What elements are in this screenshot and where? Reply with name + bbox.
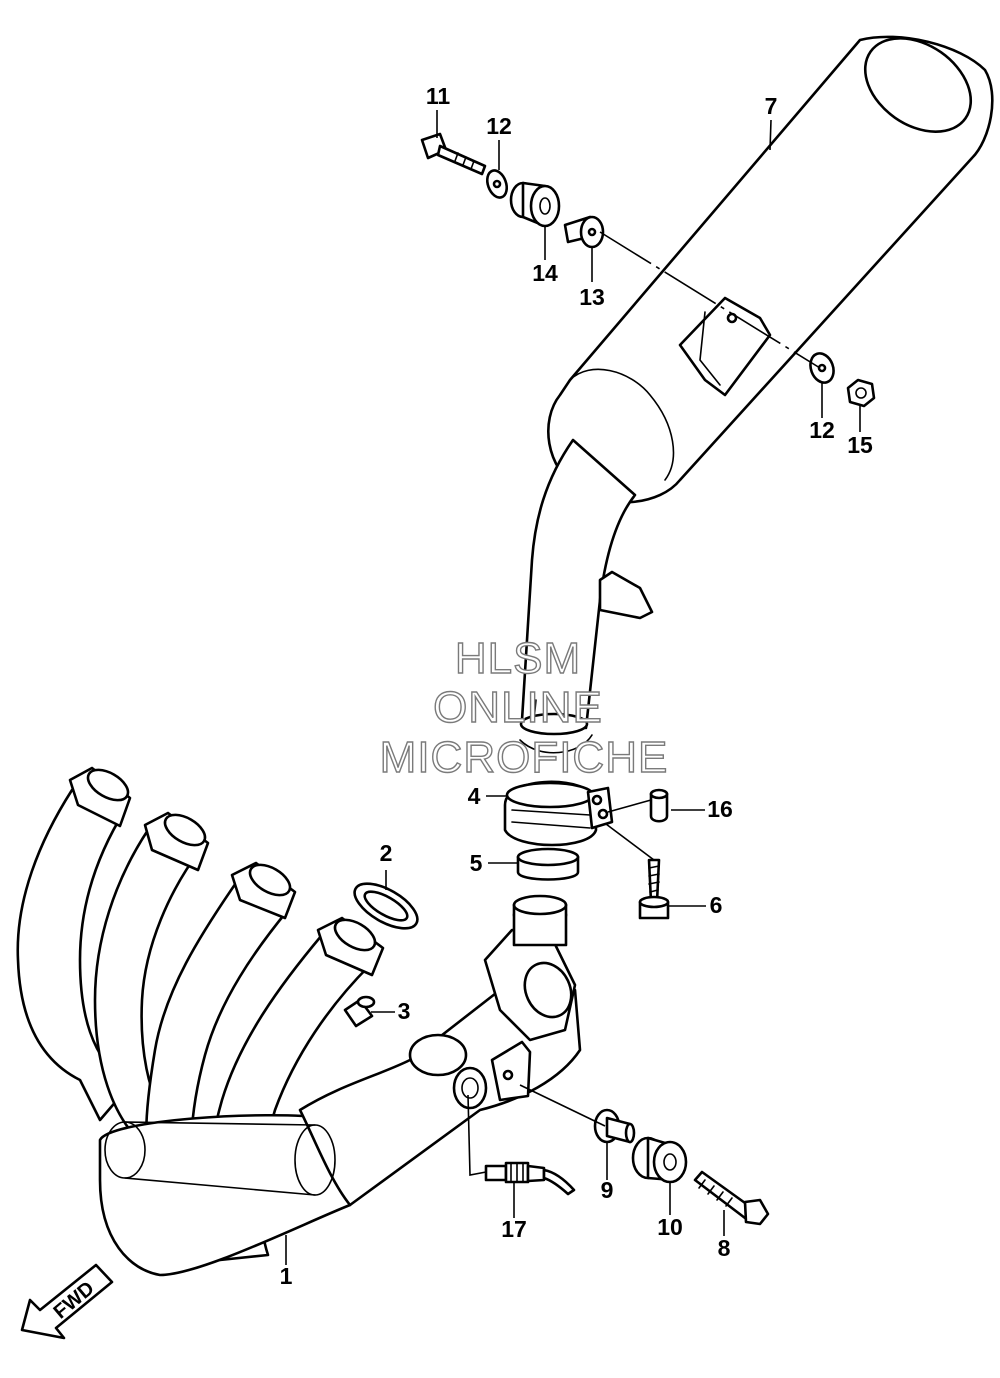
callout-6: 6 — [710, 892, 723, 918]
bolt-part-11[interactable] — [420, 132, 487, 176]
callout-16: 16 — [707, 796, 733, 822]
watermark-line-3: MICROFICHE — [380, 733, 669, 782]
callout-1: 1 — [280, 1263, 293, 1289]
clamp-part-4[interactable] — [503, 780, 614, 847]
callout-9: 9 — [601, 1177, 614, 1203]
sensor-part-17[interactable] — [484, 1161, 576, 1196]
callout-3: 3 — [398, 998, 411, 1024]
callout-4: 4 — [468, 783, 481, 809]
callout-14: 14 — [532, 260, 558, 286]
nut-part-16[interactable] — [649, 788, 669, 823]
callout-8: 8 — [718, 1235, 731, 1261]
pipe-flange — [68, 766, 385, 977]
grommet-part-14[interactable] — [509, 181, 561, 228]
exhaust-pipe-part-1[interactable] — [16, 764, 582, 1277]
collar-part-9[interactable] — [593, 1108, 636, 1144]
forward-indicator: FWD — [20, 1263, 114, 1340]
watermark: HLSM ONLINE MICROFICHE — [379, 633, 669, 782]
forward-arrow-icon — [20, 1263, 114, 1340]
callouts: 11 12 7 14 13 12 15 4 16 2 5 6 3 9 17 10… — [280, 83, 873, 1289]
callout-12-lower: 12 — [809, 417, 835, 443]
collar-part-13[interactable] — [563, 215, 605, 249]
callout-13: 13 — [579, 284, 605, 310]
gasket-part-2[interactable] — [348, 875, 425, 938]
nut-part-15[interactable] — [846, 378, 876, 408]
washer-part-12-lower[interactable] — [807, 350, 838, 386]
callout-5: 5 — [470, 850, 483, 876]
bolt-part-6[interactable] — [638, 858, 670, 920]
grommet-part-10[interactable] — [631, 1136, 688, 1184]
gasket-part-5[interactable] — [516, 847, 580, 881]
watermark-line-2: ONLINE — [433, 683, 603, 732]
watermark-line-1: HLSM — [455, 634, 581, 683]
callout-7: 7 — [765, 93, 778, 119]
assembly-lines — [285, 110, 861, 1265]
callout-12-upper: 12 — [486, 113, 512, 139]
callout-15: 15 — [847, 432, 873, 458]
callout-11: 11 — [426, 83, 451, 109]
washer-part-12-upper[interactable] — [484, 168, 510, 200]
callout-10: 10 — [657, 1214, 683, 1240]
bolt-part-3[interactable] — [343, 995, 376, 1028]
muffler-link-pipe — [519, 438, 654, 754]
bolt-part-8[interactable] — [693, 1170, 770, 1226]
muffler-part-7[interactable] — [547, 19, 994, 504]
callout-17: 17 — [501, 1216, 527, 1242]
callout-2: 2 — [380, 840, 393, 866]
